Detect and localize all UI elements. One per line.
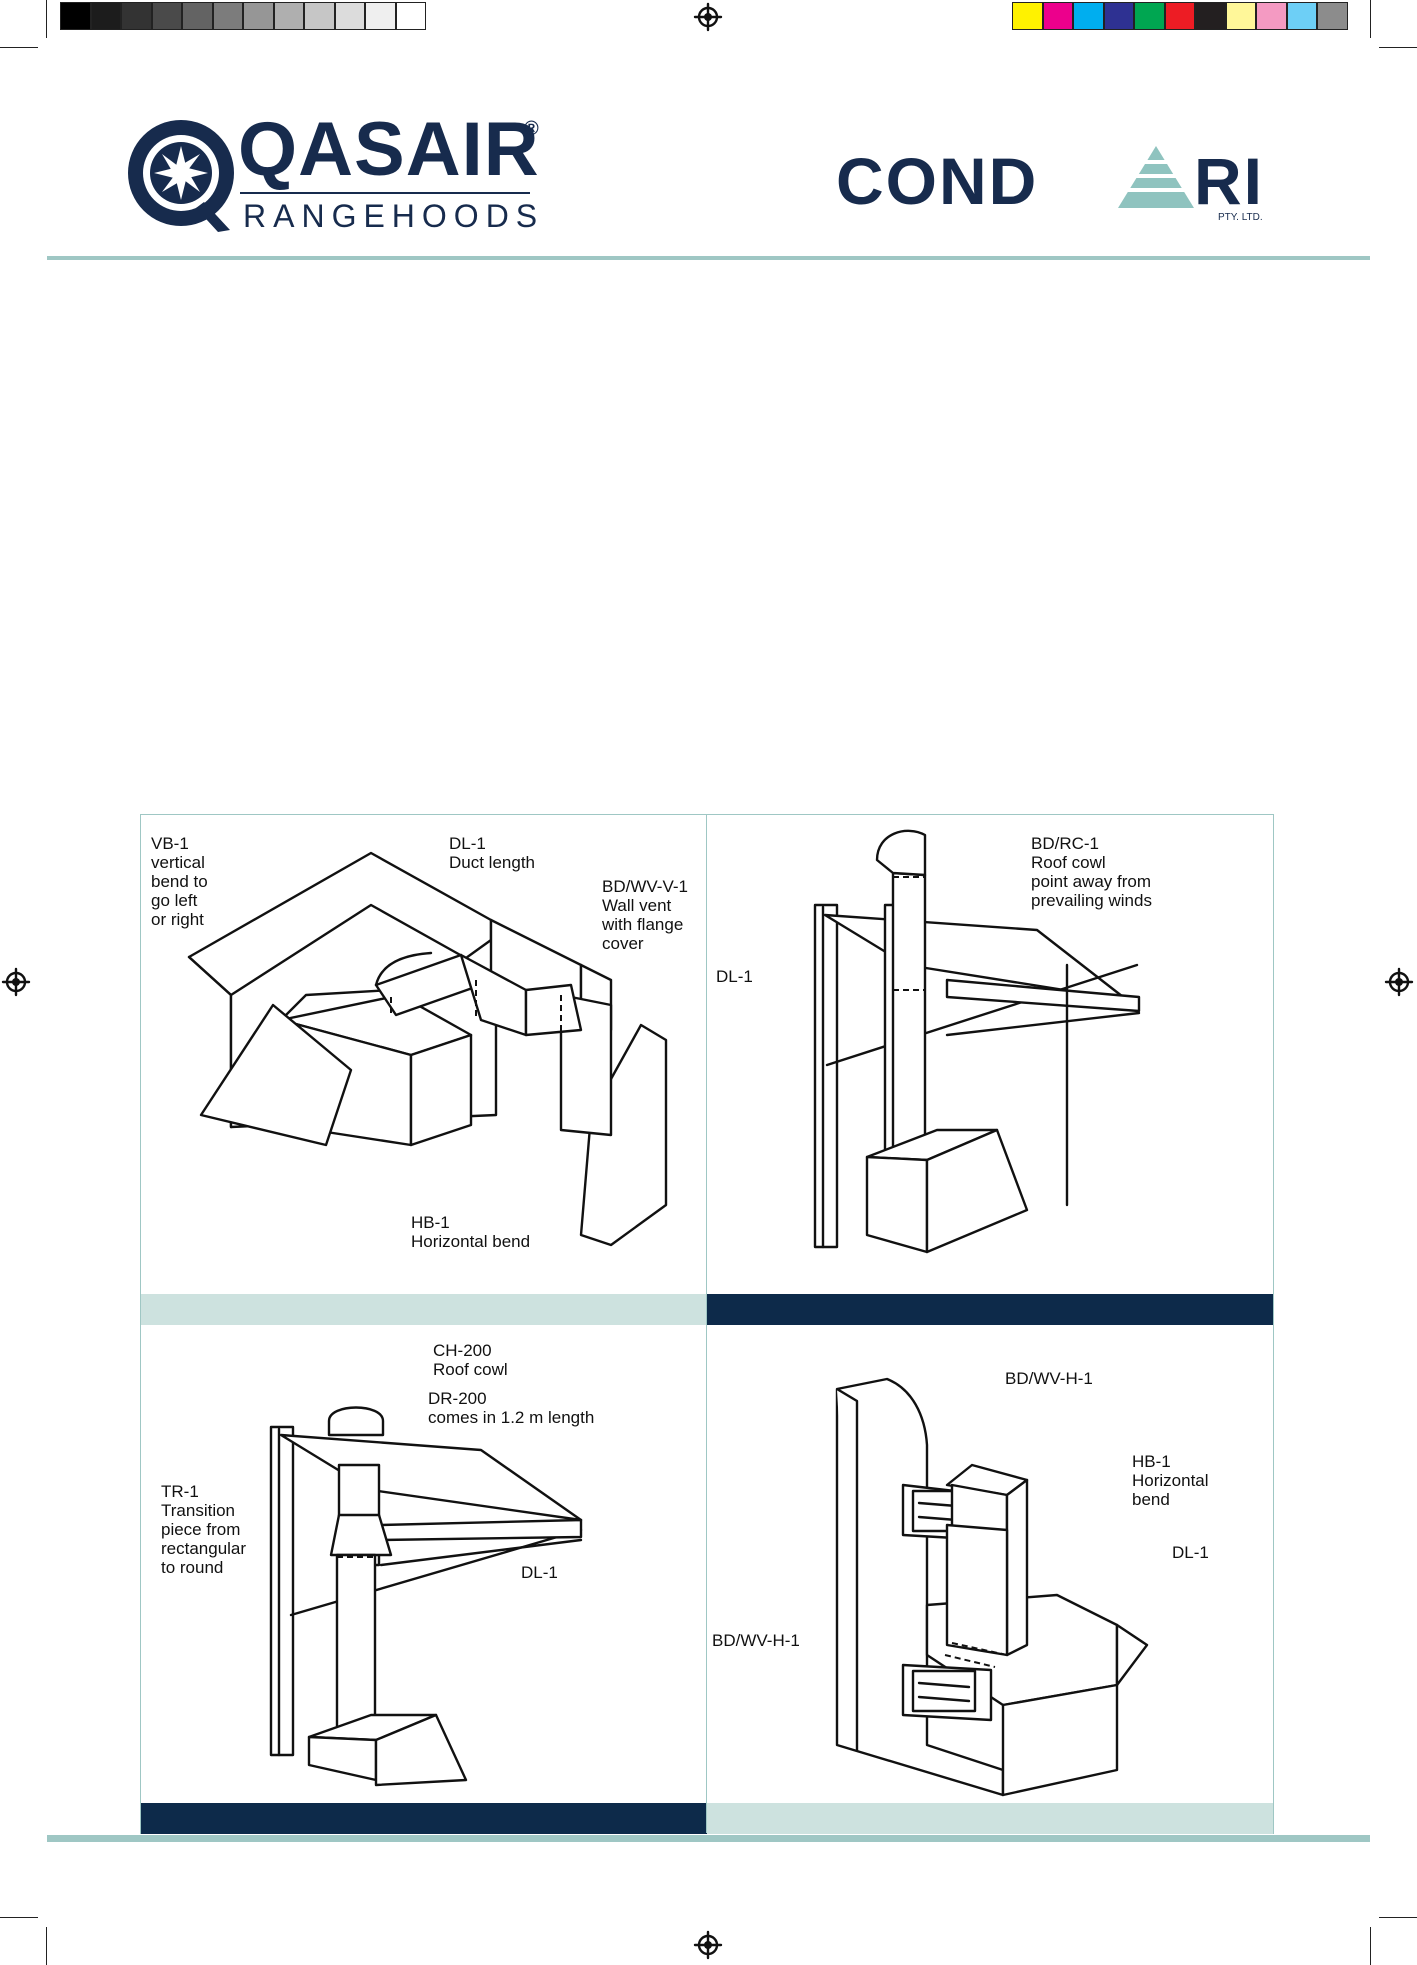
crop-mark <box>1379 1917 1417 1918</box>
round-roof-cowl-illustration <box>269 1406 583 1787</box>
condari-wordmark-start: COND <box>836 144 1039 218</box>
roof-cowl-illustration <box>813 829 1141 1254</box>
panel-bar-roof-cowl <box>707 1294 1273 1325</box>
color-swatch <box>182 2 213 30</box>
color-swatch <box>1103 2 1134 30</box>
wall-vent-illustration <box>187 851 668 1247</box>
condari-suffix: PTY. LTD. <box>1218 212 1263 223</box>
installation-diagrams: VB-1 vertical bend to go left or right D… <box>140 814 1274 1834</box>
color-swatch <box>1195 2 1226 30</box>
color-swatch <box>1317 2 1348 30</box>
label-vb-1: VB-1 vertical bend to go left or right <box>151 834 208 929</box>
color-swatch <box>1012 2 1043 30</box>
qasair-subline: RANGEHOODS <box>243 198 545 234</box>
crop-mark <box>1370 0 1371 38</box>
registration-mark-top <box>693 2 723 32</box>
color-swatch <box>1225 2 1256 30</box>
grid-divider <box>706 815 707 1833</box>
color-swatch <box>243 2 274 30</box>
label-dr-200: DR-200 comes in 1.2 m length <box>428 1389 595 1427</box>
label-dl-1: DL-1 <box>716 967 753 986</box>
registration-mark-bottom <box>693 1930 723 1960</box>
label-dl-1: DL-1 <box>1172 1543 1209 1562</box>
label-dl-1: DL-1 Duct length <box>449 834 535 872</box>
color-swatch <box>151 2 182 30</box>
panel-bar-round-roof-cowl <box>141 1803 707 1834</box>
diagram-horizontal-wall-vent: BD/WV-H-1 HB-1 Horizontal bend DL-1 BD/W… <box>707 1325 1273 1800</box>
color-swatch <box>1073 2 1104 30</box>
qasair-divider <box>240 192 530 194</box>
crop-mark <box>1379 47 1417 48</box>
label-bd-wv-v-1: BD/WV-V-1 Wall vent with flange cover <box>602 877 688 953</box>
label-tr-1: TR-1 Transition piece from rectangular t… <box>161 1482 247 1577</box>
label-hb-1: HB-1 Horizontal bend <box>411 1213 531 1251</box>
qasair-wordmark: QASAIR <box>238 107 540 192</box>
horizontal-wall-vent-illustration <box>835 1377 1149 1797</box>
color-swatch <box>1042 2 1073 30</box>
registration-mark-left <box>1 967 31 997</box>
diagram-wall-vent: VB-1 vertical bend to go left or right D… <box>141 815 707 1295</box>
crop-mark <box>46 0 47 38</box>
crop-mark <box>0 47 38 48</box>
color-swatch <box>304 2 335 30</box>
color-swatch <box>365 2 396 30</box>
color-swatch <box>395 2 426 30</box>
color-swatch <box>60 2 91 30</box>
panel-bar-wall-vent <box>141 1294 707 1325</box>
color-swatch <box>90 2 121 30</box>
label-bd-rc-1: BD/RC-1 Roof cowl point away from prevai… <box>1031 834 1152 910</box>
registration-mark-right <box>1384 967 1414 997</box>
color-swatch <box>212 2 243 30</box>
condari-pyramid-icon <box>1118 146 1194 208</box>
footer-rule <box>47 1835 1370 1842</box>
color-swatch <box>1256 2 1287 30</box>
color-swatch <box>334 2 365 30</box>
crop-mark <box>0 1917 38 1918</box>
header-rule <box>47 256 1370 260</box>
label-ch-200: CH-200 Roof cowl <box>433 1341 508 1379</box>
crop-mark <box>46 1927 47 1965</box>
color-swatch <box>1286 2 1317 30</box>
label-bd-wv-h-1-top: BD/WV-H-1 <box>1005 1369 1093 1388</box>
label-bd-wv-h-1-bottom: BD/WV-H-1 <box>712 1631 800 1650</box>
label-dl-1: DL-1 <box>521 1563 558 1582</box>
panel-bar-horizontal-wall-vent <box>707 1803 1273 1834</box>
label-hb-1: HB-1 Horizontal bend <box>1132 1452 1209 1509</box>
qasair-fan-emblem-icon <box>128 120 234 232</box>
diagram-roof-cowl: BD/RC-1 Roof cowl point away from prevai… <box>707 815 1273 1295</box>
color-swatch <box>121 2 152 30</box>
color-swatch <box>1134 2 1165 30</box>
crop-mark <box>1370 1927 1371 1965</box>
diagram-round-roof-cowl: CH-200 Roof cowl DR-200 comes in 1.2 m l… <box>141 1325 707 1800</box>
color-swatch <box>273 2 304 30</box>
condari-wordmark-end: RI <box>1194 144 1264 218</box>
registered-mark: ® <box>524 118 539 140</box>
color-swatch <box>1164 2 1195 30</box>
